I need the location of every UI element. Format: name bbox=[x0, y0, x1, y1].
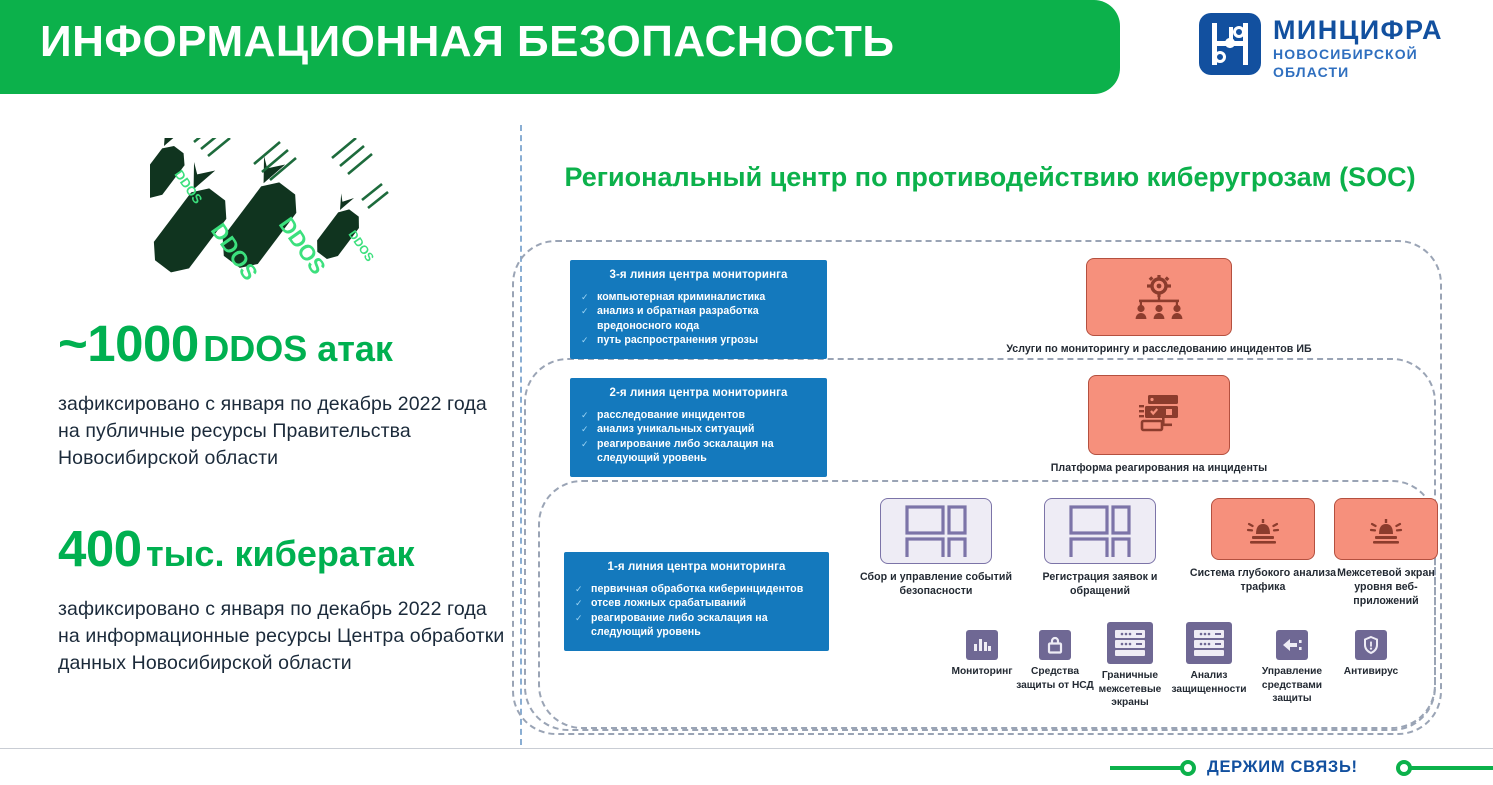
logo-subtitle-line1: НОВОСИБИРСКОЙ bbox=[1273, 46, 1418, 62]
line-card-title: 1-я линия центра мониторинга bbox=[607, 561, 786, 573]
mini-tile-border-firewalls: Граничные межсетевые экраны bbox=[1084, 622, 1176, 710]
mini-tile-protection-management: Управление средствами защиты bbox=[1247, 630, 1337, 706]
mini-tile-caption: Анализ защищенности bbox=[1171, 670, 1247, 695]
monitoring-line-2-card: 2-я линия центра мониторинга расследован… bbox=[570, 378, 827, 478]
soc-section-title: Региональный центр по противодействию ки… bbox=[564, 162, 1416, 192]
list-item: анализ и обратная разработка вредоносног… bbox=[580, 304, 817, 333]
logo-name: МИНЦИФРА bbox=[1273, 15, 1443, 45]
tile-soc-services: Услуги по мониторингу и расследованию ин… bbox=[999, 258, 1319, 356]
stat-block-cyberattacks: 400 тыс. кибератак зафиксировано с январ… bbox=[58, 523, 513, 677]
dashed-container-line1 bbox=[538, 480, 1436, 729]
dashed-container-line3 bbox=[512, 240, 1442, 735]
list-item: первичная обработка киберинцидентов bbox=[574, 582, 819, 597]
stat-heading: ~1000 DDOS атак bbox=[58, 318, 513, 369]
alarm-siren-icon bbox=[1211, 498, 1315, 560]
list-item: анализ уникальных ситуаций bbox=[580, 422, 817, 437]
stat-heading: 400 тыс. кибератак bbox=[58, 523, 513, 574]
tile-event-collection: Сбор и управление событий безопасности bbox=[857, 498, 1015, 598]
bar-chart-icon bbox=[966, 630, 998, 660]
monitoring-line-1-card: 1-я линия центра мониторинга первичная о… bbox=[564, 552, 829, 652]
logo-subtitle-line2: ОБЛАСТИ bbox=[1273, 64, 1350, 80]
mini-tile-antivirus: Антивирус bbox=[1329, 630, 1413, 679]
stat-number: ~1000 bbox=[58, 315, 199, 372]
tile-caption: Платформа реагирования на инциденты bbox=[1050, 462, 1268, 474]
header-banner bbox=[0, 0, 1120, 94]
bomb-label: DDOS bbox=[346, 228, 377, 264]
line-card-items: первичная обработка киберинцидентов отсе… bbox=[574, 582, 819, 639]
footer-slogan: ДЕРЖИМ СВЯЗЬ! bbox=[1207, 758, 1358, 776]
mini-tile-caption: Мониторинг bbox=[951, 666, 1013, 677]
tile-deep-traffic-analysis: Система глубокого анализа трафика bbox=[1187, 498, 1339, 594]
tile-caption: Сбор и управление событий безопасности bbox=[859, 571, 1013, 597]
footer-line-right bbox=[1410, 766, 1493, 770]
lock-icon bbox=[1039, 630, 1071, 660]
stat-unit: DDOS атак bbox=[203, 328, 393, 369]
mini-tile-caption: Антивирус bbox=[1343, 666, 1399, 677]
vertical-divider bbox=[520, 125, 522, 745]
tile-request-registration: Регистрация заявок и обращений bbox=[1024, 498, 1176, 598]
stat-block-ddos: ~1000 DDOS атак зафиксировано с января п… bbox=[58, 318, 513, 472]
mini-tile-security-assessment: Анализ защищенности bbox=[1163, 622, 1255, 696]
window-grid-icon bbox=[1044, 498, 1156, 564]
footer-line-left bbox=[1110, 766, 1182, 770]
stat-unit: тыс. кибератак bbox=[146, 533, 415, 574]
monitoring-line-3-card: 3-я линия центра мониторинга компьютерна… bbox=[570, 260, 827, 360]
tile-caption: Система глубокого анализа трафика bbox=[1189, 567, 1337, 593]
window-grid-icon bbox=[880, 498, 992, 564]
mini-tile-access-protection: Средства защиты от НСД bbox=[1012, 630, 1098, 692]
footer-node-left-icon bbox=[1180, 760, 1196, 776]
line-card-items: компьютерная криминалистика анализ и обр… bbox=[580, 290, 817, 347]
list-item: компьютерная криминалистика bbox=[580, 290, 817, 305]
server-stack-icon bbox=[1186, 622, 1232, 664]
tile-caption: Регистрация заявок и обращений bbox=[1042, 571, 1158, 597]
alarm-siren-icon bbox=[1334, 498, 1438, 560]
shield-icon bbox=[1355, 630, 1387, 660]
falling-ddos-bombs-icon: DDOS DDOS DDOS DDOS bbox=[139, 122, 390, 288]
line-card-title: 3-я линия центра мониторинга bbox=[609, 269, 788, 281]
circuit-board-icon bbox=[1199, 13, 1261, 75]
arrow-left-icon bbox=[1276, 630, 1308, 660]
tile-caption: Услуги по мониторингу и расследованию ин… bbox=[1006, 343, 1312, 355]
incident-records-icon bbox=[1088, 375, 1230, 455]
list-item: путь распространения угрозы bbox=[580, 333, 817, 348]
page-title: ИНФОРМАЦИОННАЯ БЕЗОПАСНОСТЬ bbox=[40, 17, 895, 66]
list-item: реагирование либо эскалация на следующий… bbox=[580, 437, 817, 466]
stat-description: зафиксировано с января по декабрь 2022 г… bbox=[58, 393, 487, 469]
tile-incident-response-platform: Платформа реагирования на инциденты bbox=[1039, 375, 1279, 475]
mini-tile-caption: Средства защиты от НСД bbox=[1016, 666, 1094, 691]
stat-number: 400 bbox=[58, 520, 142, 577]
gear-with-team-icon bbox=[1086, 258, 1232, 336]
line-card-title: 2-я линия центра мониторинга bbox=[609, 387, 788, 399]
mini-tile-caption: Граничные межсетевые экраны bbox=[1098, 670, 1162, 708]
logo: МИНЦИФРА НОВОСИБИРСКОЙ ОБЛАСТИ bbox=[1199, 11, 1481, 83]
tile-web-application-firewall: Межсетевой экран уровня веб-приложений bbox=[1334, 498, 1438, 608]
footer: ДЕРЖИМ СВЯЗЬ! bbox=[1110, 757, 1493, 779]
list-item: реагирование либо эскалация на следующий… bbox=[574, 611, 819, 640]
footer-divider bbox=[0, 748, 1493, 749]
list-item: отсев ложных срабатываний bbox=[574, 596, 819, 611]
mini-tile-caption: Управление средствами защиты bbox=[1261, 666, 1323, 704]
mini-tile-monitoring: Мониторинг bbox=[935, 630, 1029, 679]
line-card-items: расследование инцидентов анализ уникальн… bbox=[580, 408, 817, 465]
tile-caption: Межсетевой экран уровня веб-приложений bbox=[1337, 567, 1435, 607]
server-stack-icon bbox=[1107, 622, 1153, 664]
list-item: расследование инцидентов bbox=[580, 408, 817, 423]
soc-diagram: 3-я линия центра мониторинга компьютерна… bbox=[512, 240, 1442, 735]
stat-description: зафиксировано с января по декабрь 2022 г… bbox=[58, 598, 505, 674]
